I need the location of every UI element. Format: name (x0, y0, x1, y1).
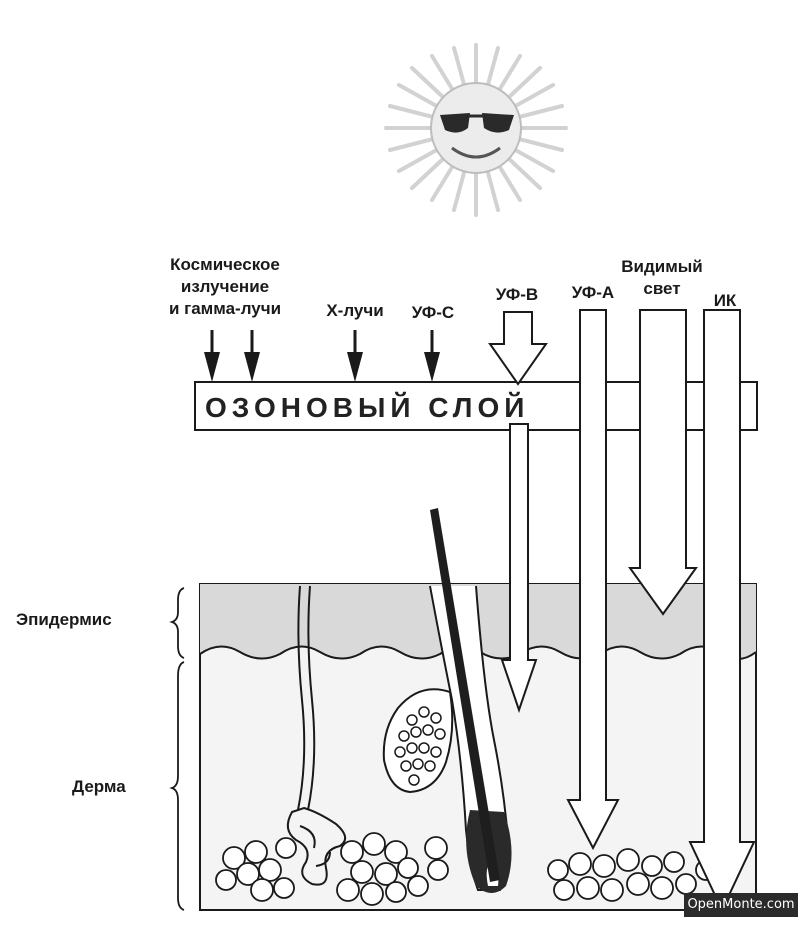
sunglasses-icon (440, 113, 514, 133)
cosmic-radiation-label: Космическое излучение и гамма-лучи (140, 254, 310, 320)
ir-arrow (688, 309, 756, 913)
ir-label: ИК (713, 291, 737, 310)
cosmic-label-line-3: и гамма-лучи (168, 299, 282, 318)
hair-shaft (430, 508, 500, 882)
cosmic-label-line-1: Космическое (170, 255, 280, 274)
xray-label: Х-лучи (326, 301, 384, 320)
epidermis-brace (169, 587, 185, 659)
sebaceous-gland (382, 688, 454, 794)
visible-label-line-2: свет (643, 279, 681, 298)
visible-label-line-1: Видимый (621, 257, 703, 276)
visible-light-label: Видимый свет (600, 256, 724, 300)
cosmic-arrow-1 (204, 330, 220, 382)
ozone-layer-label: ОЗОНОВЫЙ СЛОЙ (205, 392, 530, 423)
cosmic-arrow-2 (244, 330, 260, 382)
visible-light-arrow (628, 309, 698, 616)
watermark: OpenMonte.com (684, 893, 798, 917)
dermis-brace (169, 661, 185, 911)
sun-icon (384, 43, 568, 217)
uva-arrow (566, 309, 620, 851)
uvb-label: УФ-В (495, 285, 539, 304)
uva-label: УФ-А (571, 283, 615, 302)
cosmic-label-line-2: излучение (180, 277, 270, 296)
sweat-gland (286, 585, 347, 886)
dermis-label: Дерма (72, 777, 126, 796)
hair-follicle (429, 508, 512, 893)
xray-arrow (347, 330, 363, 382)
uvc-label: УФ-С (411, 303, 455, 322)
epidermis-label: Эпидермис (16, 610, 112, 629)
uvb-arrow (488, 311, 548, 714)
uvc-arrow (424, 330, 440, 382)
